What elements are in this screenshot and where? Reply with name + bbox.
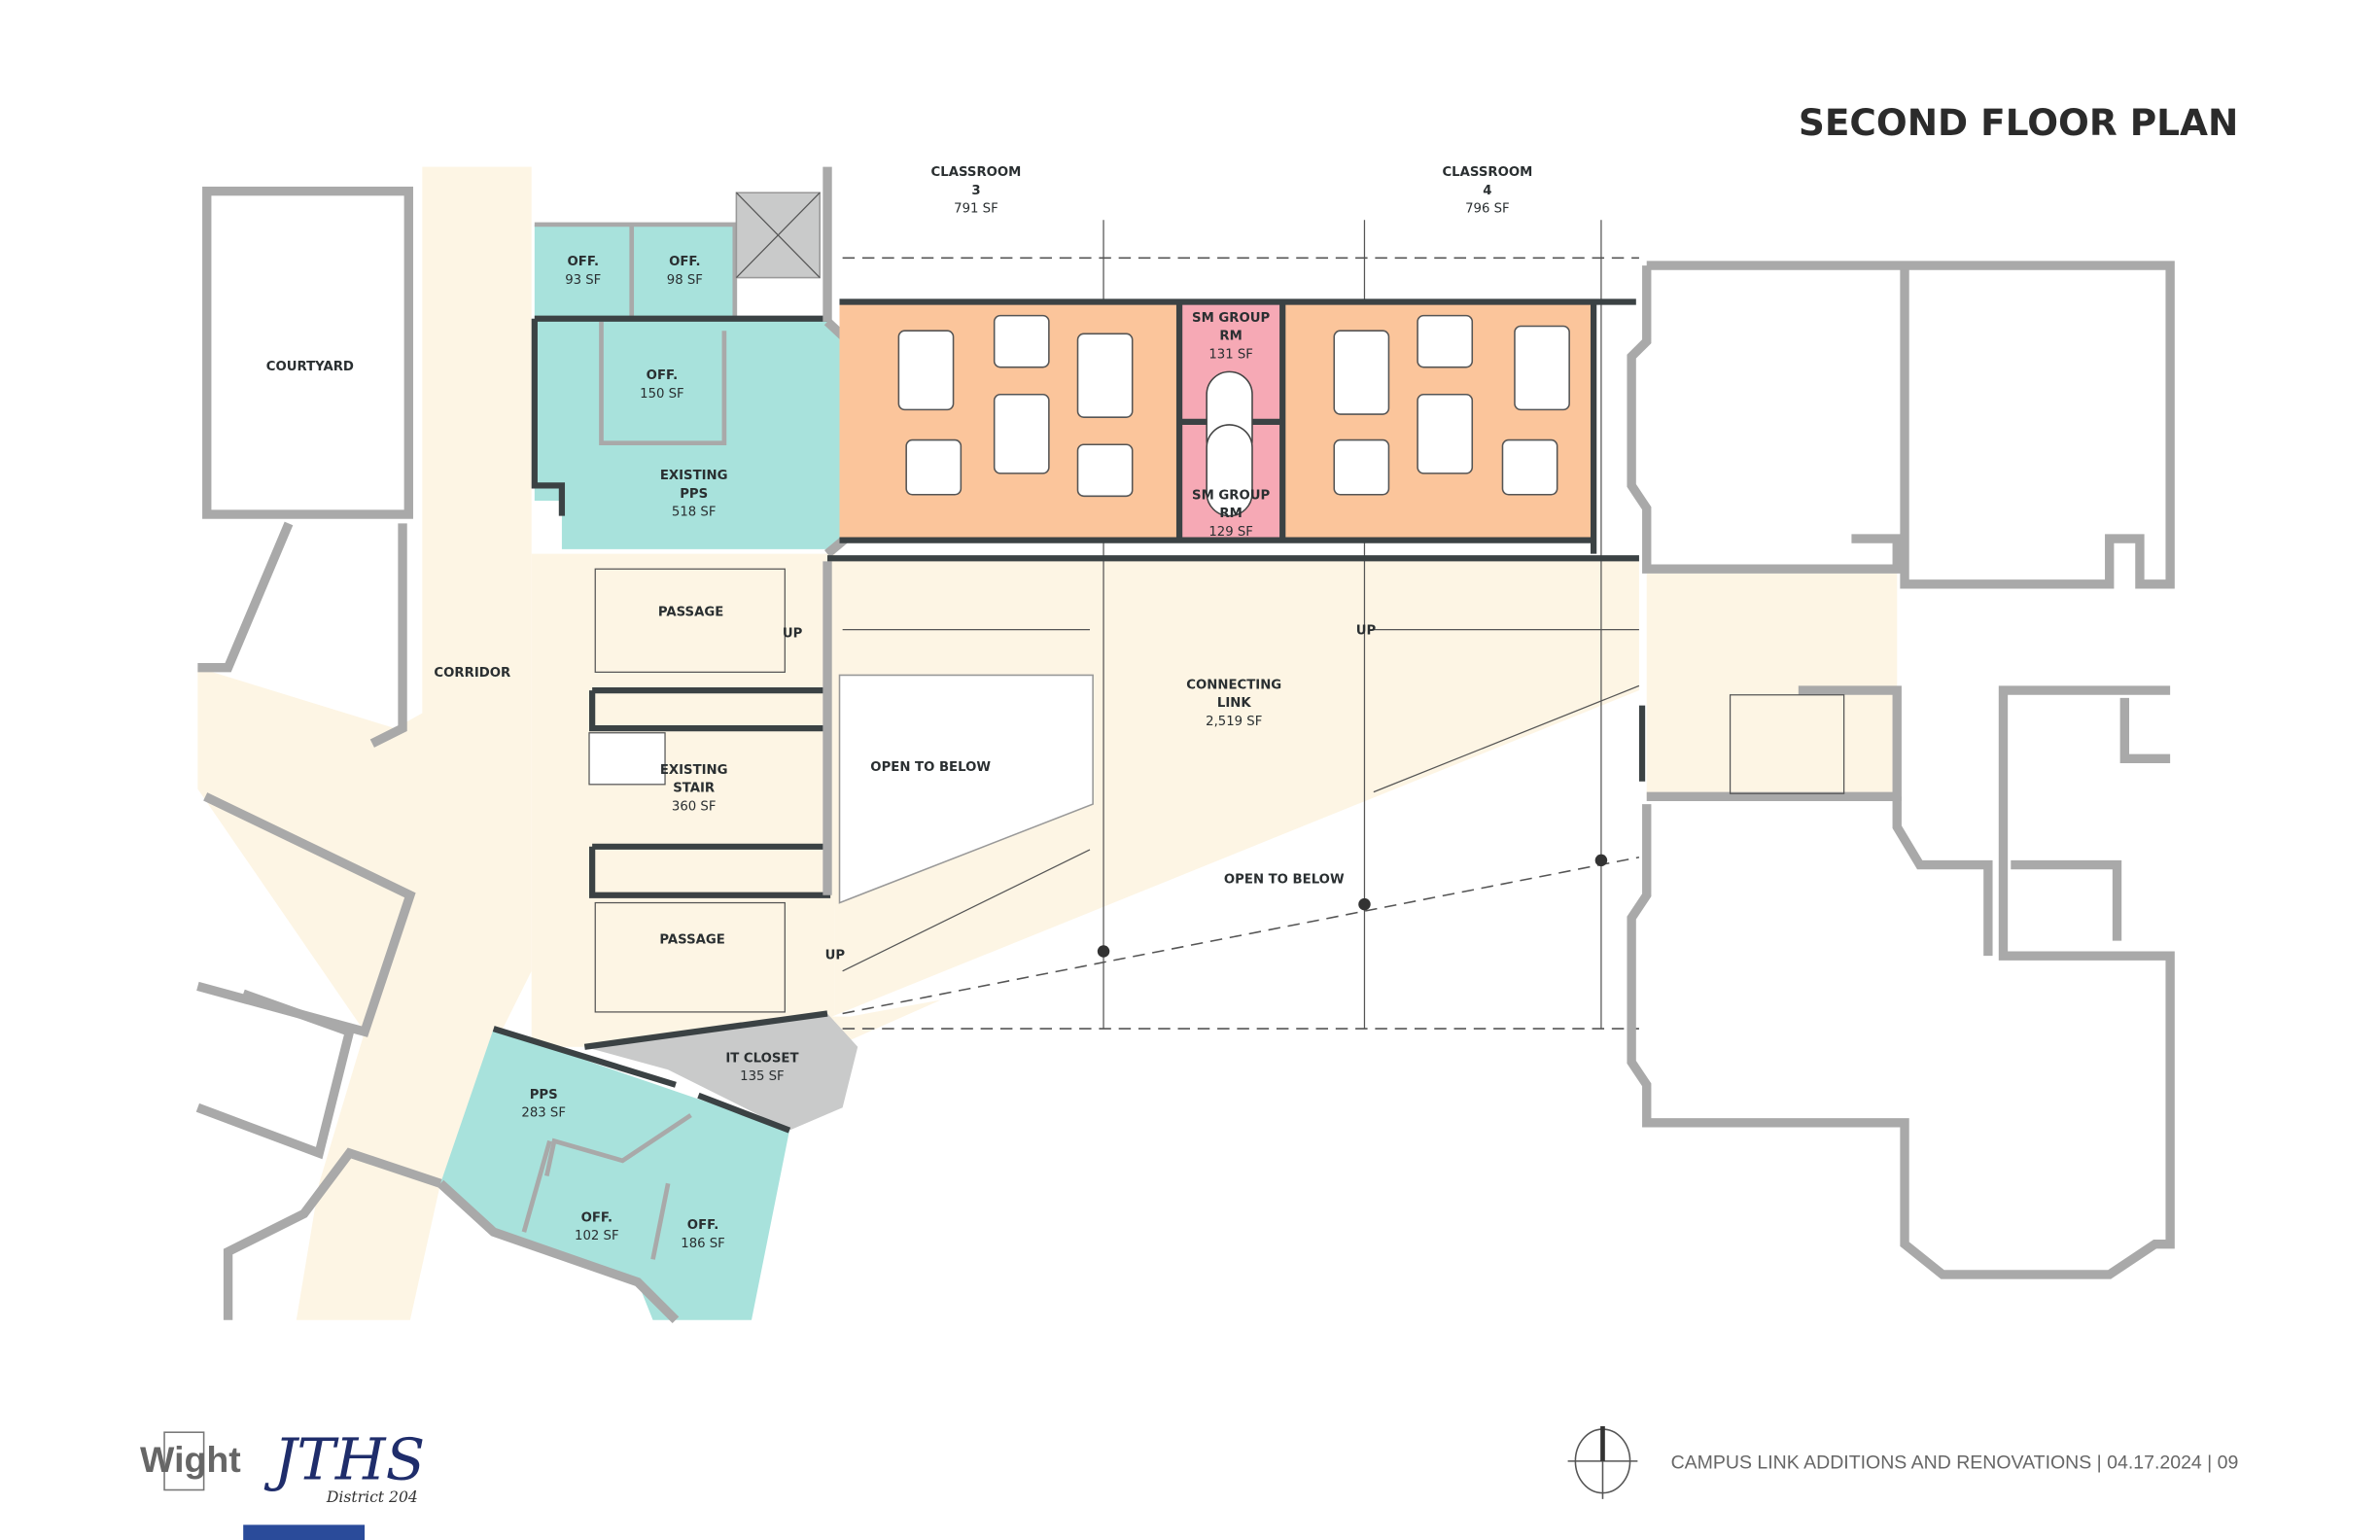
- existing-stair-name2: STAIR: [673, 782, 715, 796]
- office-150-area: 150 SF: [640, 387, 684, 402]
- it-closet-name: IT CLOSET: [725, 1051, 798, 1066]
- east-building: [1627, 261, 2175, 1279]
- connecting-link-area: 2,519 SF: [1206, 715, 1262, 729]
- it-closet-area: 135 SF: [740, 1069, 785, 1084]
- sm-group-rm-1-label: SM GROUP RM 131 SF: [1192, 311, 1270, 362]
- corridor-label: CORRIDOR: [434, 666, 510, 681]
- existing-stair-area: 360 SF: [672, 799, 717, 814]
- svg-text:District 204: District 204: [326, 1488, 418, 1506]
- office-186-name: OFF.: [687, 1218, 718, 1233]
- classroom-4-label: CLASSROOM 4 796 SF: [1442, 165, 1532, 216]
- svg-text:791 SF: 791 SF: [954, 201, 998, 216]
- svg-text:RM: RM: [1219, 507, 1242, 521]
- pps-area: 283 SF: [521, 1106, 566, 1121]
- project-footer: CAMPUS LINK ADDITIONS AND RENOVATIONS | …: [1671, 1452, 2239, 1474]
- svg-text:129 SF: 129 SF: [1208, 525, 1253, 540]
- office-93-name: OFF.: [568, 255, 599, 269]
- svg-text:Wight: Wight: [140, 1439, 241, 1480]
- classroom-3-label: CLASSROOM 3 791 SF: [931, 165, 1022, 216]
- office-93: [534, 224, 632, 319]
- connecting-link-up: UP: [1356, 623, 1377, 638]
- corridor-area: [197, 166, 532, 1320]
- office-98: [631, 224, 735, 319]
- open-below-2-label: OPEN TO BELOW: [1224, 872, 1345, 887]
- open-below-1-label: OPEN TO BELOW: [870, 760, 991, 775]
- svg-text:3: 3: [971, 184, 980, 198]
- north-arrow-icon: [1567, 1425, 1638, 1499]
- sm-group-rm-2-label: SM GROUP RM 129 SF: [1192, 488, 1270, 539]
- office-93-area: 93 SF: [565, 273, 601, 288]
- existing-pps-name2: PPS: [680, 487, 708, 502]
- page-title: SECOND FLOOR PLAN: [1799, 101, 2238, 144]
- connecting-link-name: CONNECTING: [1186, 679, 1281, 693]
- office-102-area: 102 SF: [575, 1229, 619, 1243]
- svg-text:131 SF: 131 SF: [1208, 347, 1253, 362]
- svg-text:JTHS: JTHS: [264, 1426, 426, 1493]
- office-98-name: OFF.: [669, 255, 700, 269]
- open-to-below-2: [831, 690, 1639, 1017]
- passage-walls: [589, 555, 1639, 898]
- office-186-area: 186 SF: [681, 1237, 725, 1251]
- svg-text:SM GROUP: SM GROUP: [1192, 488, 1270, 503]
- wight-logo: Wight: [140, 1431, 241, 1491]
- stair-runs: [588, 568, 1639, 1013]
- open-to-below-1: [838, 674, 1094, 904]
- svg-text:CLASSROOM: CLASSROOM: [1442, 165, 1532, 180]
- office-150-name: OFF.: [647, 368, 678, 383]
- svg-text:SM GROUP: SM GROUP: [1192, 311, 1270, 326]
- passage-top-up: UP: [783, 626, 803, 641]
- courtyard-label: COURTYARD: [266, 360, 354, 374]
- office-102-name: OFF.: [581, 1210, 612, 1225]
- svg-text:CLASSROOM: CLASSROOM: [931, 165, 1022, 180]
- passage-top-label: PASSAGE: [658, 606, 723, 620]
- office-98-area: 98 SF: [667, 273, 703, 288]
- connecting-link-name2: LINK: [1217, 696, 1251, 711]
- it-closet-area: [584, 1013, 858, 1131]
- svg-text:4: 4: [1483, 184, 1491, 198]
- passage-bottom-up: UP: [825, 948, 846, 962]
- svg-text:RM: RM: [1219, 330, 1242, 344]
- passage-bottom-label: PASSAGE: [659, 933, 724, 948]
- existing-pps-area: [534, 318, 873, 549]
- classroom-block: [839, 298, 1636, 554]
- jths-logo: JTHS District 204: [243, 1426, 425, 1540]
- pps-south-area: [440, 1029, 790, 1320]
- courtyard-outline: [202, 186, 413, 519]
- svg-text:796 SF: 796 SF: [1465, 201, 1510, 216]
- existing-pps-name: EXISTING: [660, 469, 728, 483]
- existing-stair-name: EXISTING: [660, 763, 728, 778]
- room-labels: CLASSROOM 3 791 SF CLASSROOM 4 796 SF SM…: [266, 165, 1533, 1251]
- pps-name: PPS: [530, 1088, 558, 1102]
- existing-pps-area: 518 SF: [672, 506, 717, 520]
